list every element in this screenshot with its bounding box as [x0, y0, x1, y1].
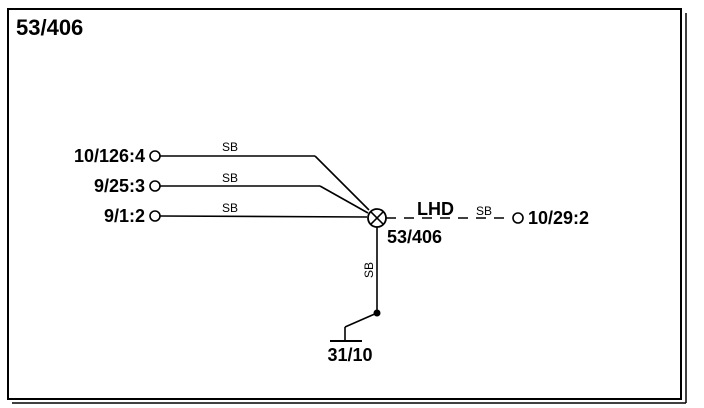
wire-ground-diagonal: [344, 312, 378, 328]
connector-terminal-left-1: [149, 150, 161, 162]
wire-color-down: SB: [362, 262, 376, 278]
ground-label: 31/10: [327, 345, 372, 365]
connector-label-left-2: 9/25:3: [94, 176, 145, 196]
junction-splice-icon: [367, 208, 387, 228]
connector-label-left-3: 9/1:2: [104, 206, 145, 226]
diagram-frame: [7, 8, 682, 400]
wire-color-right: SB: [476, 204, 492, 218]
connector-terminal-left-2: [149, 180, 161, 192]
wire-color-left-2: SB: [222, 171, 238, 185]
wire-left-1-diagonal: [314, 155, 370, 211]
wire-left-2-diagonal: [319, 185, 369, 214]
wire-color-left-1: SB: [222, 140, 238, 154]
wire-color-left-3: SB: [222, 201, 238, 215]
connector-terminal-left-3: [149, 210, 161, 222]
wire-left-3: [159, 215, 368, 218]
connector-label-right: 10/29:2: [528, 208, 589, 228]
junction-label: 53/406: [387, 227, 442, 247]
connector-terminal-right: [512, 212, 524, 224]
lhd-annotation: LHD: [417, 199, 454, 219]
diagram-title: 53/406: [16, 15, 83, 40]
connector-label-left-1: 10/126:4: [74, 146, 145, 166]
